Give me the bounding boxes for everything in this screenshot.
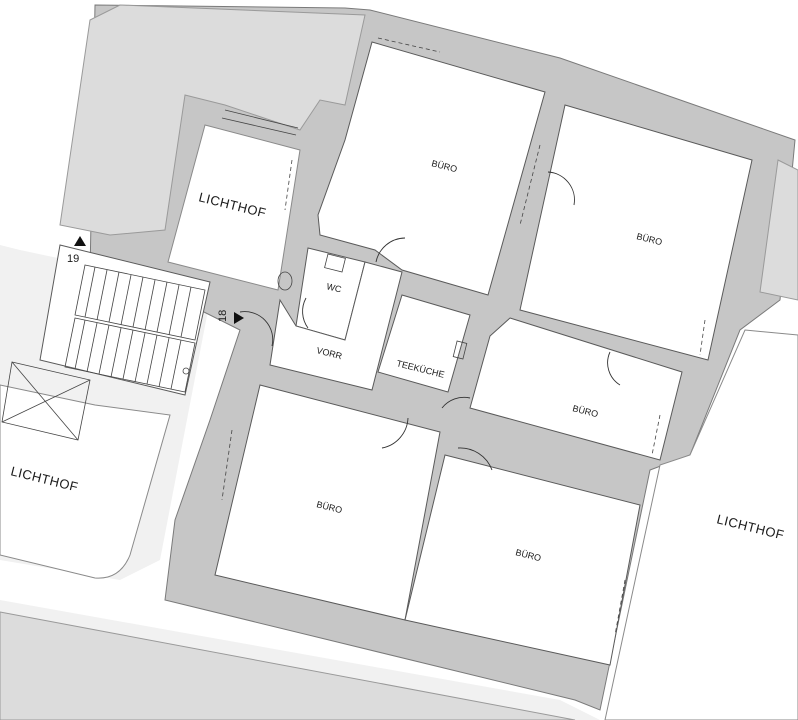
lichthof-right — [604, 329, 798, 720]
lichthof-top — [167, 124, 301, 291]
arrow-right-icon — [234, 312, 244, 324]
shaft-cross — [1, 361, 91, 441]
windows — [221, 37, 706, 636]
room-vorr — [269, 261, 403, 391]
room-buero-mid-right — [469, 317, 683, 461]
stair-marker-18: 18 — [217, 310, 244, 324]
lichthof-left — [0, 384, 171, 579]
staircase — [64, 264, 206, 393]
arrow-up-icon — [74, 236, 86, 246]
room-buero-right — [519, 104, 753, 361]
marker-18-label: 18 — [217, 310, 229, 322]
label-wc: WC — [326, 281, 343, 294]
room-teekueche — [377, 294, 471, 393]
wc-fixtures — [277, 253, 468, 360]
room-buero-bottom-mid — [404, 454, 641, 666]
marker-19-label: 19 — [67, 253, 79, 265]
street-band — [0, 611, 576, 720]
neighbour-building-right — [759, 159, 798, 301]
room-buero-top — [317, 41, 546, 296]
neighbour-building-top — [59, 4, 366, 236]
doors — [239, 171, 621, 471]
stair-marker-19: 19 — [67, 236, 86, 265]
